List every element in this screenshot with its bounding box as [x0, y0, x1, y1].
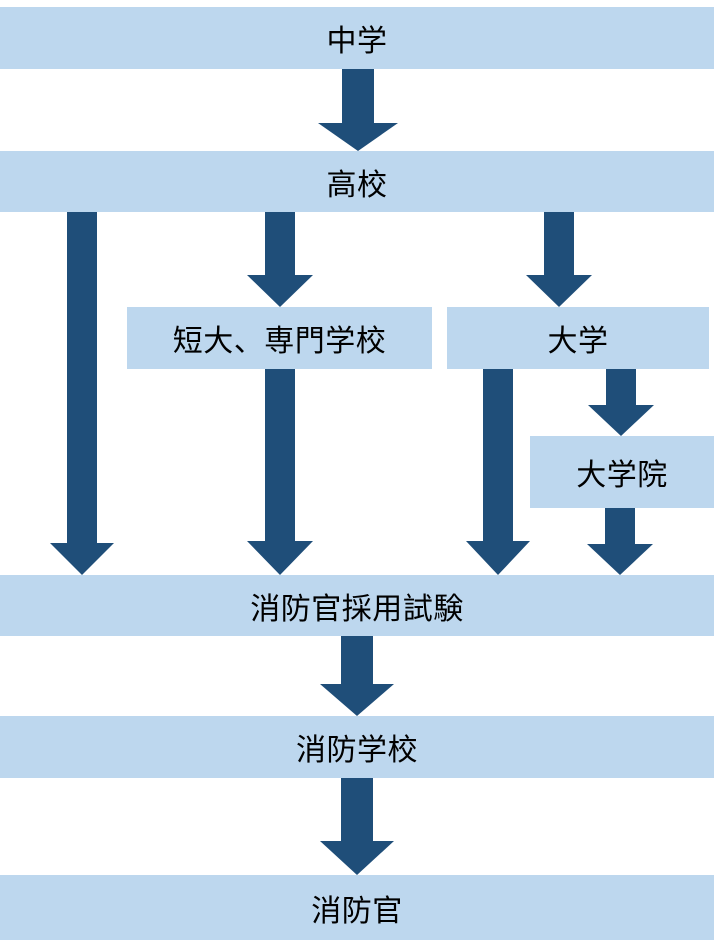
arrow-university-to-exam	[466, 369, 530, 575]
graduate-school-box: 大学院	[530, 436, 714, 508]
firefighter-box: 消防官	[0, 875, 714, 940]
recruitment-exam-label: 消防官採用試験	[250, 591, 464, 627]
down-arrow-shape	[247, 369, 313, 575]
down-arrow-shape	[526, 212, 592, 307]
fire-academy-box: 消防学校	[0, 716, 714, 778]
arrow-fire-academy-to-firefighter	[320, 778, 394, 875]
recruitment-exam-box: 消防官採用試験	[0, 575, 714, 636]
graduate-school-label: 大学院	[576, 458, 668, 493]
university-box: 大学	[447, 307, 709, 369]
down-arrow-shape	[466, 369, 530, 575]
arrow-graduate-school-to-exam	[587, 508, 653, 575]
arrow-junior-high-to-high-school	[318, 69, 398, 151]
arrow-junior-college-to-exam	[247, 369, 313, 575]
junior-college-vocational-box: 短大、専門学校	[127, 307, 432, 369]
university-label: 大学	[547, 324, 609, 359]
down-arrow-shape	[587, 508, 653, 575]
arrow-high-school-to-exam	[50, 212, 114, 575]
high-school-box: 高校	[0, 151, 714, 212]
arrow-exam-to-fire-academy	[320, 636, 394, 716]
down-arrow-shape	[320, 778, 394, 875]
arrow-university-to-graduate-school	[588, 369, 654, 436]
down-arrow-shape	[318, 69, 398, 151]
down-arrow-shape	[320, 636, 394, 716]
junior-high-label: 中学	[326, 24, 388, 59]
arrow-high-school-to-university	[526, 212, 592, 307]
down-arrow-shape	[247, 212, 313, 307]
down-arrow-shape	[50, 212, 114, 575]
down-arrow-shape	[588, 369, 654, 436]
junior-college-vocational-label: 短大、専門学校	[172, 324, 387, 359]
high-school-label: 高校	[326, 167, 388, 203]
junior-high-box: 中学	[0, 7, 714, 69]
firefighter-label: 消防官	[311, 893, 403, 929]
fire-academy-label: 消防学校	[296, 733, 418, 768]
arrow-high-school-to-junior-college	[247, 212, 313, 307]
